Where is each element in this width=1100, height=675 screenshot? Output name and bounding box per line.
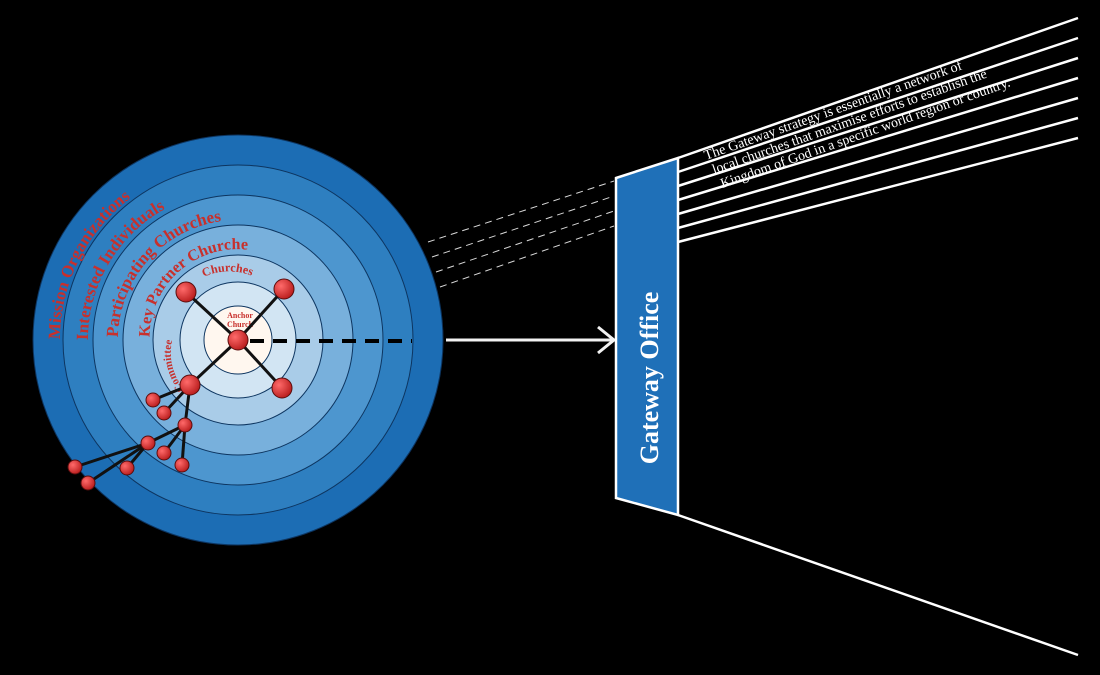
arrow-to-office xyxy=(446,325,617,355)
partner-node xyxy=(174,457,190,473)
partner-node xyxy=(80,475,96,491)
projection-lines xyxy=(677,16,1079,657)
network-nodes xyxy=(67,278,295,491)
gateway-office-label: Gateway Office xyxy=(635,292,664,465)
anchor-church-node xyxy=(227,329,249,351)
partner-node xyxy=(140,435,156,451)
partner-node xyxy=(156,445,172,461)
partner-node xyxy=(67,459,83,475)
partner-node xyxy=(145,392,161,408)
partner-node xyxy=(156,405,172,421)
label-anchor-line1: Anchor xyxy=(227,311,253,320)
church-node xyxy=(273,278,295,300)
church-node xyxy=(271,377,293,399)
label-churches: Churches xyxy=(200,260,256,279)
label-anchor-line2: Church xyxy=(227,320,254,329)
perspective-dashes xyxy=(427,180,615,288)
church-node xyxy=(175,281,197,303)
partner-node xyxy=(177,417,193,433)
partner-node xyxy=(119,460,135,476)
church-node xyxy=(179,374,201,396)
gateway-office: Gateway Office xyxy=(614,156,680,517)
